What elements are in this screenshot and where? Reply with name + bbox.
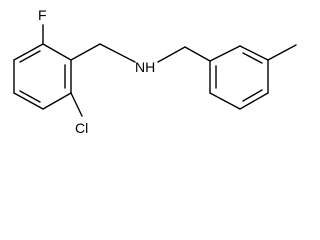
ring-b-bond-1: [209, 45, 241, 62]
chlorine-label: Cl: [75, 120, 88, 136]
right-benzene-ring: [209, 45, 269, 110]
benzyl-ch2-bond-left: [70, 43, 101, 61]
ring-a-bond-1: [42, 43, 72, 61]
ring-b-bond-2: [239, 45, 269, 61]
ring-b-bond-4: [239, 92, 269, 110]
amine-label: NH: [135, 59, 155, 75]
ring-a-double-bond-2: [19, 90, 41, 103]
n-ch2-bond-right: [157, 46, 186, 63]
ch2-ring-bond-right: [184, 46, 211, 62]
left-benzene-ring: [13, 43, 72, 110]
chemical-structure-diagram: F NH Cl: [13, 7, 297, 136]
amine-linker: [70, 43, 211, 63]
ch2-n-bond-left: [99, 43, 136, 63]
fluorine-label: F: [38, 7, 47, 23]
methyl-bond: [267, 44, 297, 61]
ring-b-double-bond-2: [242, 89, 263, 102]
ring-a-bond-6: [13, 43, 44, 61]
ring-b-double-bond-1: [242, 52, 263, 64]
ring-a-double-bond-3: [19, 50, 41, 63]
ring-a-bond-4: [13, 92, 44, 110]
c-cl-bond: [70, 92, 83, 117]
ring-a-bond-3: [42, 92, 72, 110]
ring-b-bond-5: [209, 92, 241, 110]
